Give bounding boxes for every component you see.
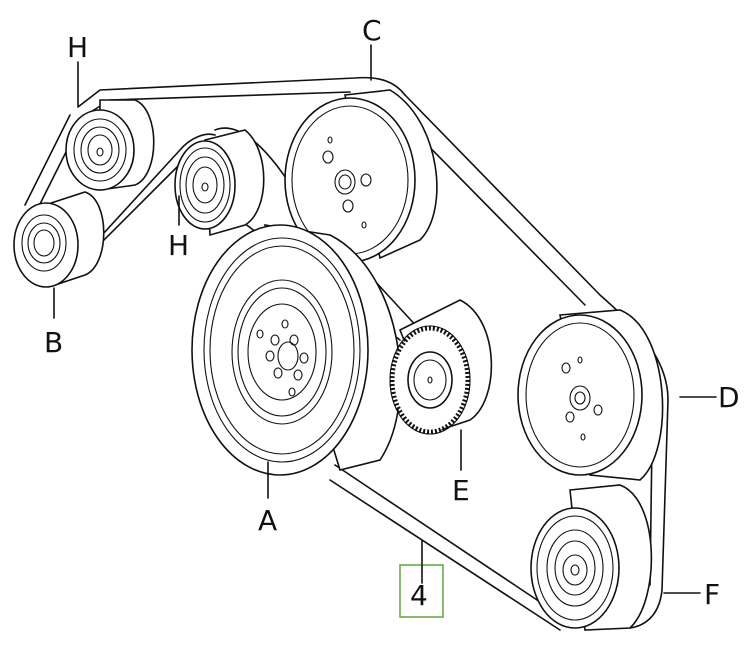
- pulley-h-lower: [174, 129, 265, 237]
- label-d: D: [718, 381, 740, 414]
- label-h-upper: H: [67, 31, 88, 64]
- label-c: C: [362, 14, 382, 47]
- pulley-b: [13, 191, 105, 288]
- label-b: B: [44, 326, 63, 359]
- tensioner-e: [389, 299, 493, 435]
- pulley-d: [517, 309, 664, 481]
- pulley-h-upper: [65, 99, 155, 191]
- label-h-lower: H: [168, 229, 189, 262]
- label-e: E: [452, 474, 470, 507]
- pulley-c: [284, 89, 438, 263]
- label-f: F: [704, 578, 720, 611]
- leader-lines: [53, 44, 717, 594]
- label-a: A: [258, 504, 277, 537]
- callout-4: 4: [399, 564, 444, 618]
- callout-number: 4: [410, 579, 428, 612]
- pulley-f: [530, 484, 653, 631]
- pulley-a: [191, 224, 402, 476]
